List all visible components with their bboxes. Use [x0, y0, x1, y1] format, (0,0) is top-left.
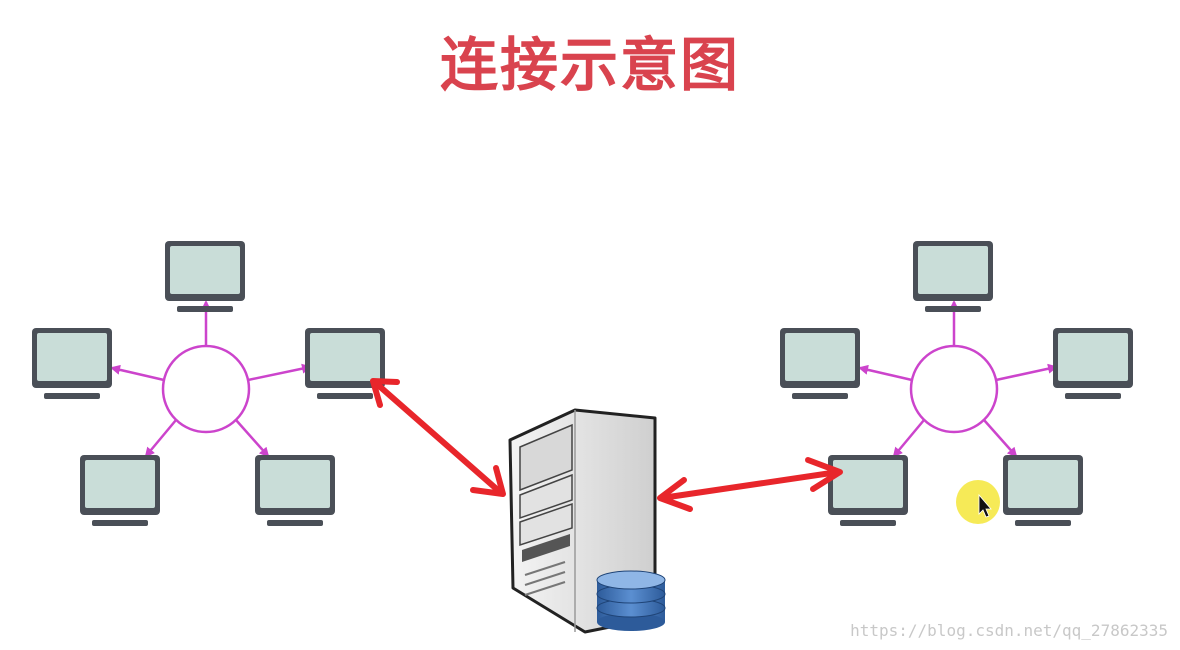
left-network [32, 241, 385, 526]
left-link-bottom-left [144, 419, 177, 458]
left-hub-circle [161, 344, 251, 434]
right-link-bottom-left [892, 419, 925, 458]
monitor-icon [32, 328, 112, 399]
monitor-icon [165, 241, 245, 312]
right-link-left [858, 364, 913, 382]
monitor-icon [1003, 455, 1083, 526]
left-link-left [110, 364, 165, 382]
mouse-cursor-icon [956, 480, 1000, 524]
database-icon [596, 570, 666, 631]
monitor-icon [913, 241, 993, 312]
right-network [780, 241, 1133, 526]
monitor-icon [828, 455, 908, 526]
monitor-icon [255, 455, 335, 526]
right-hub-circle [909, 344, 999, 434]
left-link-right [247, 363, 312, 382]
left-link-bottom-right [235, 419, 270, 458]
right-link-bottom-right [983, 419, 1018, 458]
monitor-icon [1053, 328, 1133, 399]
server-link-right [657, 457, 843, 512]
watermark: https://blog.csdn.net/qq_27862335 [850, 621, 1168, 640]
right-link-right [995, 363, 1058, 382]
monitor-icon [80, 455, 160, 526]
diagram-title: 连接示意图 [439, 31, 740, 99]
server-link-left [370, 378, 506, 497]
monitor-icon [780, 328, 860, 399]
